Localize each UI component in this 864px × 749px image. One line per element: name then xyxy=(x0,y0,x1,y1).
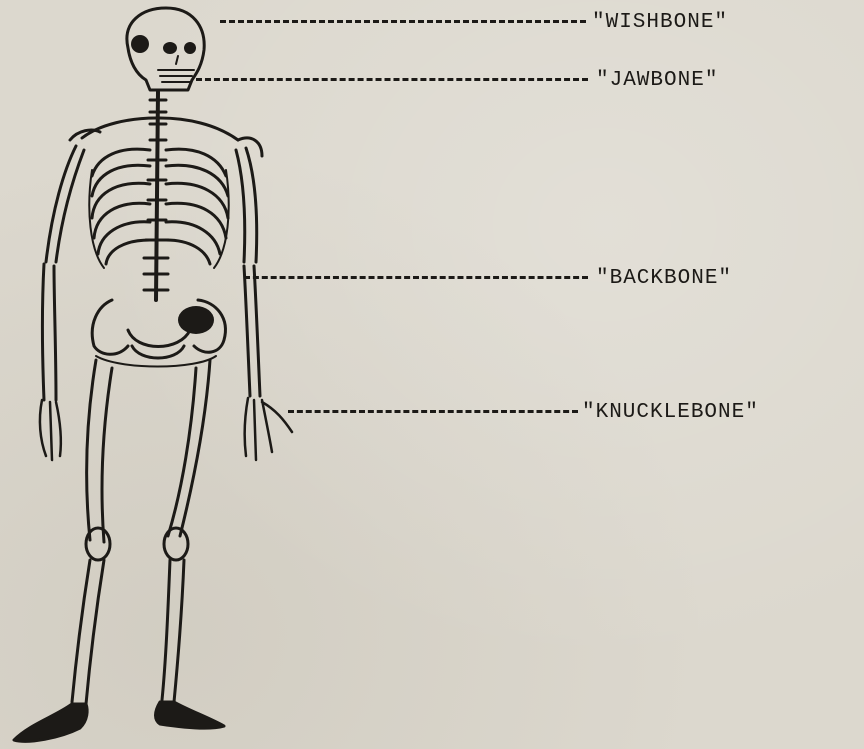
leader-line-jawbone xyxy=(196,78,588,81)
skull xyxy=(127,8,204,90)
label-jawbone: "JAWBONE" xyxy=(596,70,718,91)
legs xyxy=(72,360,210,704)
leader-line-backbone xyxy=(244,276,588,279)
leader-line-knucklebone xyxy=(288,410,578,413)
label-knucklebone: "KNUCKLEBONE" xyxy=(582,402,759,423)
label-wishbone: "WISHBONE" xyxy=(592,12,728,33)
spine xyxy=(144,92,168,300)
right-arm xyxy=(236,148,292,460)
pelvis xyxy=(92,300,225,367)
leader-line-wishbone xyxy=(220,20,586,23)
feet xyxy=(14,702,224,741)
left-arm xyxy=(40,146,84,460)
label-backbone: "BACKBONE" xyxy=(596,268,732,289)
